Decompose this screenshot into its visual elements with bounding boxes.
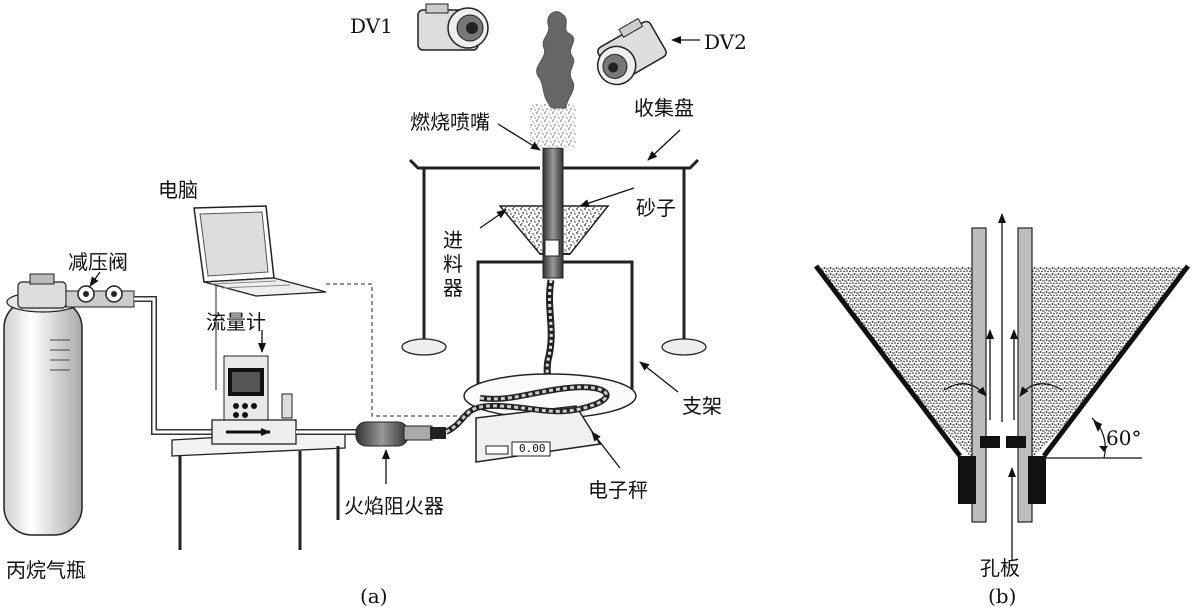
label-flame-arrester: 火焰阻火器 xyxy=(344,494,444,518)
collection-tray xyxy=(401,158,707,356)
flame-arrester xyxy=(355,421,446,447)
leader-arrows-a xyxy=(89,36,700,484)
scale-readout: 0.00 xyxy=(519,442,546,455)
label-collection-tray: 收集盘 xyxy=(634,96,694,120)
flow-arrows-b xyxy=(943,213,1063,560)
laptop xyxy=(193,205,327,390)
label-orifice-plate: 孔板 xyxy=(980,556,1020,580)
stand xyxy=(476,260,634,392)
label-propane-cylinder: 丙烷气瓶 xyxy=(6,558,86,582)
label-dv2: DV2 xyxy=(704,30,747,54)
data-cable xyxy=(326,283,470,417)
label-electronic-scale: 电子秤 xyxy=(588,478,648,502)
orifice-funnel-detail xyxy=(814,227,1190,523)
particle-spray xyxy=(530,104,576,148)
caption-panel-a: (a) xyxy=(360,584,388,608)
camera-dv1-icon xyxy=(417,3,489,51)
gas-line xyxy=(134,296,212,435)
burner-nozzle xyxy=(542,147,564,279)
label-feeder: 进料器 xyxy=(443,228,463,300)
camera-dv2-icon xyxy=(596,17,667,86)
caption-panel-b: (b) xyxy=(988,584,1017,608)
label-computer: 电脑 xyxy=(158,178,198,202)
label-dv1: DV1 xyxy=(350,14,393,38)
flowmeter xyxy=(211,355,360,445)
label-stand: 支架 xyxy=(682,394,722,418)
electronic-scale xyxy=(444,373,637,463)
pressure-regulator xyxy=(65,285,135,308)
flame-plume xyxy=(536,11,575,109)
label-sand: 砂子 xyxy=(636,196,676,220)
label-burner-nozzle: 燃烧喷嘴 xyxy=(410,110,490,134)
label-flowmeter: 流量计 xyxy=(206,310,266,334)
propane-cylinder xyxy=(3,273,83,536)
label-pressure-regulator: 减压阀 xyxy=(68,250,128,274)
table xyxy=(171,429,346,550)
label-angle: 60° xyxy=(1106,426,1142,450)
